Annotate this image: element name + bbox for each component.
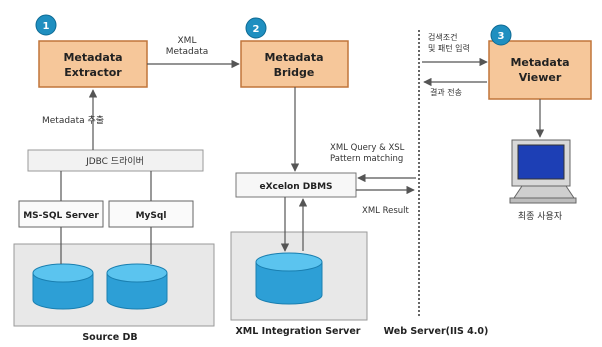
svg-text:1: 1 <box>43 21 50 32</box>
metadata-bridge-line2: Bridge <box>274 66 315 79</box>
integration-server-title: XML Integration Server <box>235 326 360 337</box>
search-label-line2: 및 패턴 입력 <box>428 43 470 53</box>
database-cylinder-mssql <box>32 263 94 310</box>
query-label-line2: Pattern matching <box>330 154 403 164</box>
metadata-extractor-box: Metadata Extractor <box>38 40 148 88</box>
end-user-label: 최종 사용자 <box>518 211 563 222</box>
query-label-line1: XML Query & XSL <box>330 143 405 153</box>
badge-3: 3 <box>490 24 512 46</box>
xml-result-label: XML Result <box>362 206 410 216</box>
source-db-title: Source DB <box>82 332 137 343</box>
mysql-box: MySql <box>108 200 194 228</box>
mysql-label: MySql <box>136 211 167 221</box>
search-label-line1: 검색조건 <box>428 32 457 42</box>
database-cylinder-xml <box>255 252 323 305</box>
excelon-dbms-box: eXcelon DBMS <box>235 172 357 198</box>
metadata-viewer-box: Metadata Viewer <box>488 40 592 100</box>
jdbc-driver-box: JDBC 드라이버 <box>27 149 204 172</box>
metadata-extractor-line1: Metadata <box>63 51 122 64</box>
svg-text:3: 3 <box>498 31 505 42</box>
metadata-extractor-line2: Extractor <box>64 66 122 79</box>
metadata-bridge-line1: Metadata <box>264 51 323 64</box>
result-view-label: 결과 전송 <box>430 87 462 97</box>
computer-icon <box>509 139 577 204</box>
excelon-dbms-label: eXcelon DBMS <box>259 182 332 192</box>
jdbc-driver-label: JDBC 드라이버 <box>85 156 144 167</box>
xml-label-line1: XML <box>178 36 197 46</box>
svg-text:2: 2 <box>253 24 260 35</box>
badge-2: 2 <box>245 17 267 39</box>
badge-1: 1 <box>35 14 57 36</box>
metadata-viewer-line1: Metadata <box>510 56 569 69</box>
web-server-title: Web Server(IIS 4.0) <box>384 326 489 337</box>
xml-label-line2: Metadata <box>166 47 209 57</box>
database-cylinder-mysql <box>106 263 168 310</box>
mssql-label: MS-SQL Server <box>23 211 99 221</box>
metadata-bridge-box: Metadata Bridge <box>240 40 349 88</box>
metadata-viewer-line2: Viewer <box>519 71 562 84</box>
metadata-extract-label: Metadata 추출 <box>42 115 104 126</box>
mssql-box: MS-SQL Server <box>18 200 104 228</box>
